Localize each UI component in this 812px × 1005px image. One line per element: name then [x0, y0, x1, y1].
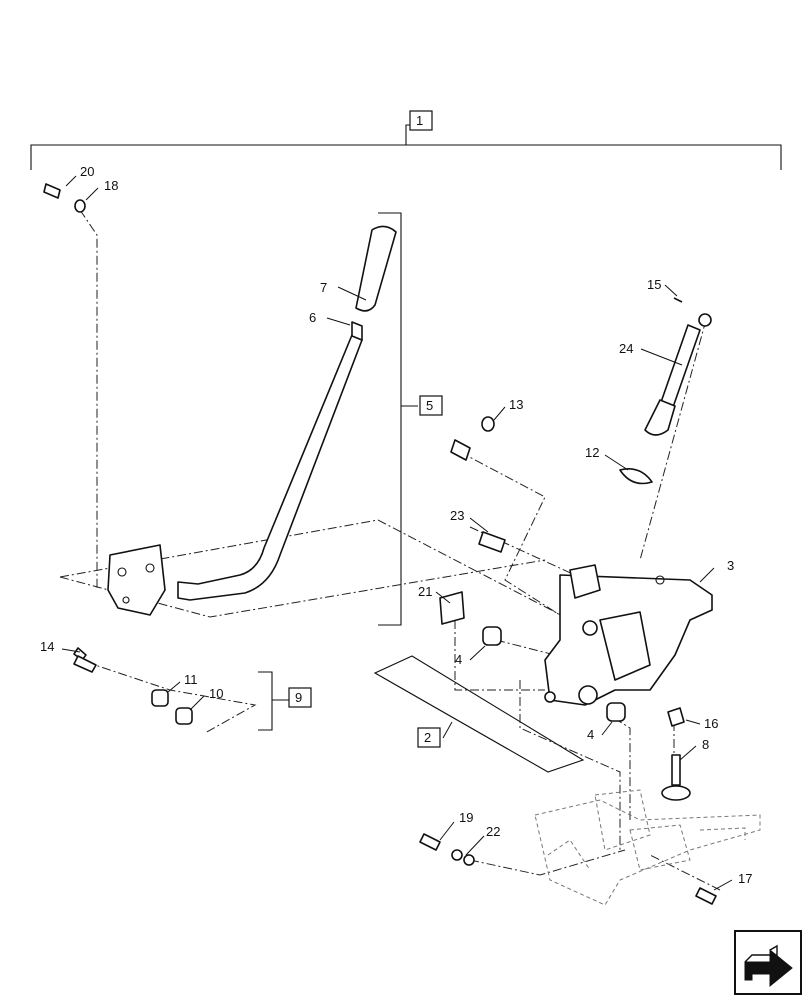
callout-8: 8 [702, 737, 709, 752]
callout-24: 24 [619, 341, 633, 356]
assembly-9-bracket: 9 [258, 671, 312, 731]
base-frame [534, 789, 761, 906]
bushing-4a [482, 626, 502, 646]
assembly-1-label: 1 [416, 113, 423, 128]
nut-16 [667, 707, 685, 727]
assembly-5-label: 5 [426, 398, 433, 413]
pin-23 [478, 531, 506, 553]
callout-6: 6 [309, 310, 316, 325]
assembly-9-label: 9 [295, 690, 302, 705]
assembly-1-bracket: 1 [30, 110, 782, 170]
lever-knob [355, 225, 397, 312]
callout-3: 3 [727, 558, 734, 573]
hardware-parts [43, 183, 717, 905]
rubber-foot-8 [661, 785, 691, 801]
callouts: 20 18 7 6 15 24 13 12 23 3 21 4 4 14 11 … [40, 164, 752, 891]
washer-18 [74, 199, 86, 213]
bolt-17 [695, 887, 717, 905]
bushing-11 [151, 689, 169, 707]
clip-13 [481, 416, 495, 432]
callout-13: 13 [509, 397, 523, 412]
bolt-20 [43, 183, 61, 199]
callout-7: 7 [320, 280, 327, 295]
callout-20: 20 [80, 164, 94, 179]
callout-14: 14 [40, 639, 54, 654]
callout-4a: 4 [455, 652, 462, 667]
callout-19: 19 [459, 810, 473, 825]
assembly-1-box [409, 110, 433, 131]
bolt-19 [419, 833, 441, 851]
clip-15 [673, 297, 683, 303]
callout-16: 16 [704, 716, 718, 731]
callout-17: 17 [738, 871, 752, 886]
bushing-4b [606, 702, 626, 722]
pin-13 [450, 439, 471, 461]
pin-14 [73, 655, 97, 673]
callout-10: 10 [209, 686, 223, 701]
alignment-lines [59, 209, 721, 891]
next-page-arrow-icon[interactable] [734, 930, 802, 995]
washer-22a [451, 849, 463, 861]
cable-clip [619, 468, 653, 485]
bushing-10 [175, 707, 193, 725]
pin-21 [439, 591, 465, 625]
shift-bracket [544, 564, 713, 706]
callout-23: 23 [450, 508, 464, 523]
callout-11: 11 [184, 672, 198, 687]
callout-18: 18 [104, 178, 118, 193]
callout-22: 22 [486, 824, 500, 839]
callout-21: 21 [418, 584, 432, 599]
callout-15: 15 [647, 277, 661, 292]
bolt-8 [671, 754, 681, 786]
assembly-2-group: 2 [373, 655, 585, 773]
assembly-5-bracket: 5 [378, 212, 443, 626]
callout-12: 12 [585, 445, 599, 460]
washer-22b [463, 854, 475, 866]
callout-4b: 4 [587, 727, 594, 742]
assembly-2-label: 2 [424, 730, 431, 745]
shift-cable [619, 313, 712, 485]
gear-lever [107, 225, 397, 616]
